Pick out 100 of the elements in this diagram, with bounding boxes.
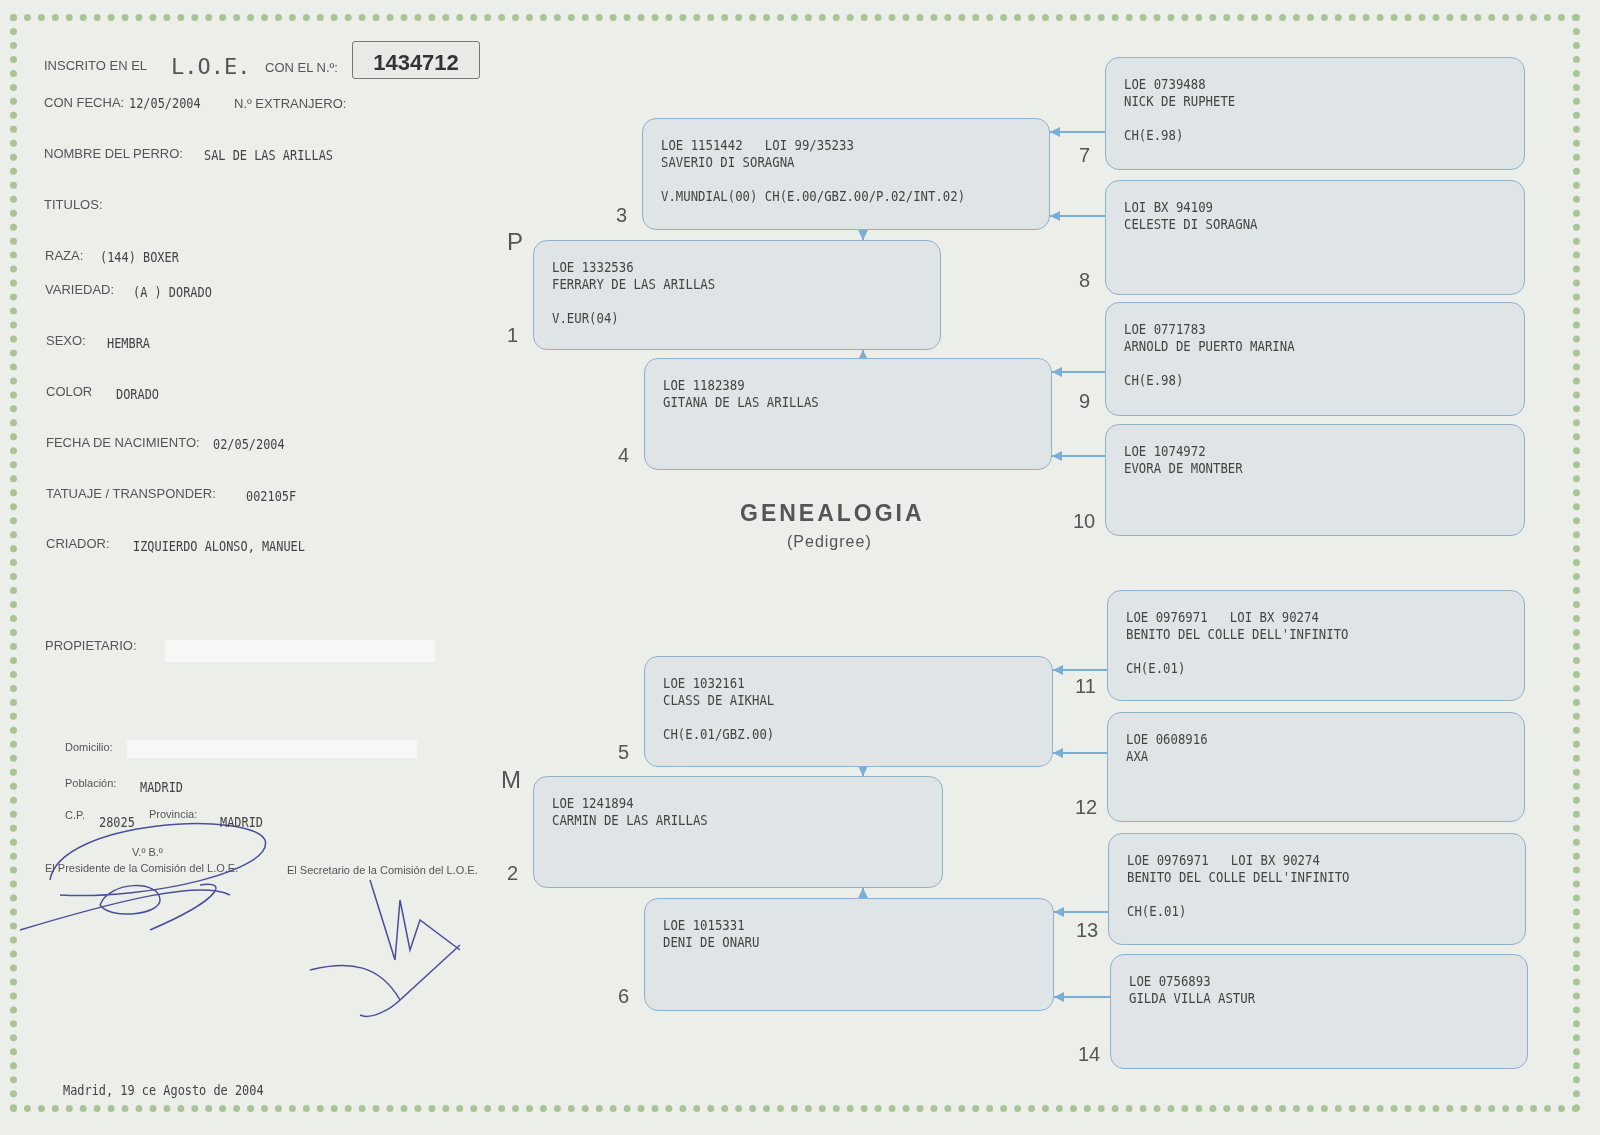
- field-value: 28025: [99, 814, 135, 830]
- registration-number: LOE 0608916: [1126, 731, 1208, 748]
- dog-name: BENITO DEL COLLE DELL'INFINITO: [1127, 869, 1350, 886]
- position-number: 12: [1075, 796, 1098, 819]
- position-number: 10: [1073, 510, 1096, 533]
- position-number: 8: [1079, 269, 1091, 292]
- arrow: [1051, 451, 1106, 461]
- titles-text: V.MUNDIAL(00) CH(E.00/GBZ.00/P.02/INT.02): [661, 188, 966, 205]
- arrow: [858, 349, 868, 360]
- field-label: TATUAJE / TRANSPONDER:: [46, 486, 216, 501]
- arrow: [858, 229, 868, 241]
- field-label: Población:: [65, 777, 117, 789]
- registration-number: LOE 0771783: [1124, 321, 1206, 338]
- pedigree-box: [644, 898, 1054, 1011]
- arrow: [1049, 127, 1106, 137]
- number-box: [352, 41, 480, 79]
- position-number: 3: [616, 204, 628, 227]
- position-number: 9: [1079, 390, 1091, 413]
- titles-text: CH(E.98): [1124, 127, 1184, 144]
- titles-text: CH(E.01): [1127, 903, 1187, 920]
- registration-number: LOE 0976971 LOI BX 90274: [1126, 609, 1319, 626]
- arrow: [1051, 367, 1106, 377]
- field-label: COLOR: [46, 384, 93, 399]
- registration-number: LOE 1332536: [552, 259, 634, 276]
- field-label: C.P.: [65, 809, 85, 821]
- arrow: [858, 766, 868, 777]
- dog-name: AXA: [1126, 748, 1149, 765]
- pedigree-box: [1105, 57, 1525, 170]
- position-number: 13: [1076, 919, 1099, 942]
- field-label: CRIADOR:: [46, 536, 110, 551]
- dog-name: GITANA DE LAS ARILLAS: [663, 394, 819, 411]
- pedigree-box: [1105, 180, 1525, 295]
- arrow: [1052, 748, 1108, 758]
- dog-name: NICK DE RUPHETE: [1124, 93, 1236, 110]
- field-value: HEMBRA: [107, 335, 150, 351]
- position-number: 1: [507, 324, 519, 347]
- pedigree-box: [642, 118, 1050, 230]
- dog-name: ARNOLD DE PUERTO MARINA: [1124, 338, 1295, 355]
- field-value: 12/05/2004: [129, 95, 201, 111]
- registration-number: LOE 0756893: [1129, 973, 1211, 990]
- pedigree-box: [1107, 712, 1525, 822]
- arrow: [1049, 211, 1106, 221]
- registration-number: LOE 1241894: [552, 795, 634, 812]
- registration-number: 1434712: [373, 50, 459, 77]
- field-label: Domicilio:: [65, 741, 113, 753]
- field-label: N.º EXTRANJERO:: [234, 96, 347, 111]
- side-letter: P: [507, 228, 523, 256]
- pedigree-box: [533, 240, 941, 350]
- pedigree-box: [644, 656, 1053, 767]
- dog-name: CLASS DE AIKHAL: [663, 692, 775, 709]
- dog-name: FERRARY DE LAS ARILLAS: [552, 276, 716, 293]
- field-value: DORADO: [116, 386, 159, 402]
- dog-name: SAVERIO DI SORAGNA: [661, 154, 795, 171]
- field-value: MADRID: [140, 779, 183, 795]
- dog-name: CARMIN DE LAS ARILLAS: [552, 812, 708, 829]
- arrow: [858, 887, 868, 899]
- pedigree-box: [1105, 424, 1525, 536]
- position-number: 5: [618, 741, 630, 764]
- field-label: FECHA DE NACIMIENTO:: [46, 435, 200, 450]
- pedigree-box: [644, 358, 1052, 470]
- position-number: 2: [507, 862, 519, 885]
- field-label: TITULOS:: [44, 197, 103, 212]
- pedigree-box: [1108, 833, 1526, 945]
- field-value: (144) BOXER: [100, 249, 179, 265]
- date-text: Madrid, 19 ce Agosto de 2004: [63, 1082, 264, 1098]
- position-number: 14: [1078, 1043, 1101, 1066]
- registration-number: LOE 1151442 LOI 99/35233: [661, 137, 854, 154]
- arrow: [1053, 907, 1109, 917]
- position-number: 7: [1079, 144, 1091, 167]
- registry-name: L.O.E.: [171, 54, 251, 79]
- titles-text: CH(E.01): [1126, 660, 1186, 677]
- field-value: IZQUIERDO ALONSO, MANUEL: [133, 538, 305, 554]
- subtitle-text: (Pedigree): [787, 533, 872, 551]
- field-label: NOMBRE DEL PERRO:: [44, 146, 183, 161]
- dog-name: EVORA DE MONTBER: [1124, 460, 1243, 477]
- titles-text: V.EUR(04): [552, 310, 619, 327]
- registration-number: LOE 0976971 LOI BX 90274: [1127, 852, 1320, 869]
- titles-text: CH(E.01/GBZ.00): [663, 726, 775, 743]
- field-label: VARIEDAD:: [45, 282, 115, 297]
- pedigree-box: [1107, 590, 1525, 701]
- pedigree-box: [533, 776, 943, 888]
- field-label: PROPIETARIO:: [45, 638, 137, 653]
- registration-number: LOE 1015331: [663, 917, 745, 934]
- title-text: GENEALOGIA: [740, 500, 925, 527]
- field-value: SAL DE LAS ARILLAS: [204, 147, 333, 163]
- field-value: (A ) DORADO: [133, 284, 212, 300]
- position-number: 6: [618, 985, 630, 1008]
- signature-caption: El Secretario de la Comisión del L.O.E.: [287, 864, 478, 876]
- signature-caption: V.º B.º: [132, 846, 163, 858]
- field-label: INSCRITO EN EL: [44, 58, 148, 73]
- signature-caption: El Presidente de la Comisión del L.O.E.: [45, 862, 239, 874]
- pedigree-box: [1105, 302, 1525, 416]
- dog-name: CELESTE DI SORAGNA: [1124, 216, 1258, 233]
- dog-name: BENITO DEL COLLE DELL'INFINITO: [1126, 626, 1349, 643]
- dog-name: GILDA VILLA ASTUR: [1129, 990, 1256, 1007]
- side-letter: M: [501, 766, 521, 794]
- field-value: 02/05/2004: [213, 436, 285, 452]
- position-number: 11: [1075, 675, 1096, 698]
- registration-number: LOE 1182389: [663, 377, 745, 394]
- dog-name: DENI DE ONARU: [663, 934, 760, 951]
